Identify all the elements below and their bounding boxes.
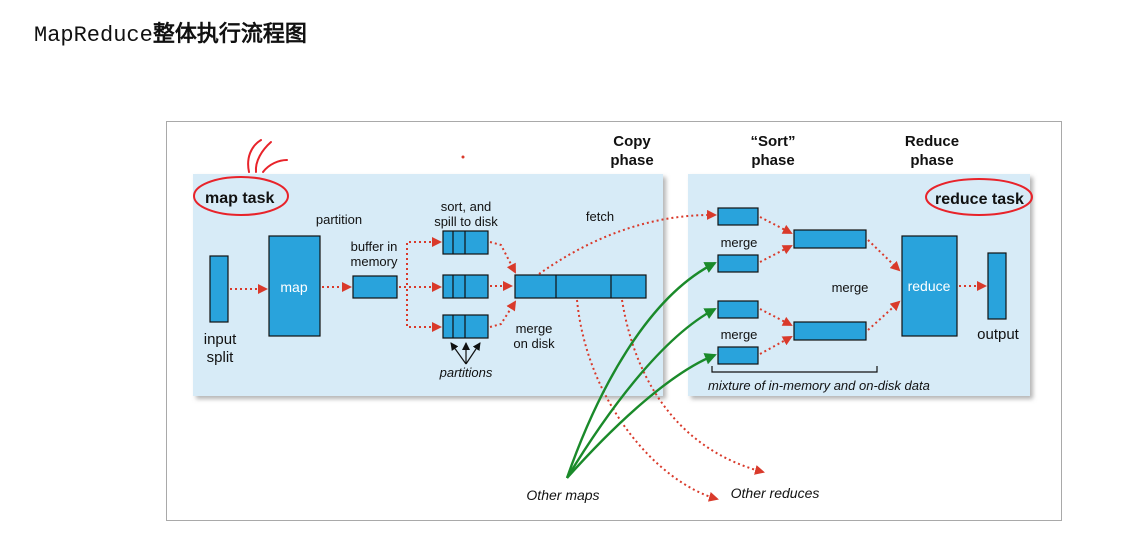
- reduce-box: [901, 235, 958, 337]
- spill-file-3: [442, 314, 489, 339]
- handwritten-annotation-reduce-task: [925, 178, 1033, 216]
- buffer-label-line1: buffer in: [351, 239, 398, 254]
- merge-on-disk-label-line2: on disk: [513, 336, 555, 351]
- spill-file-1: [442, 230, 489, 255]
- memory-buffer-box: [352, 275, 398, 299]
- other-maps-label: Other maps: [526, 487, 599, 503]
- mapreduce-figure: Copy phase “Sort” phase Reduce phase map…: [166, 121, 1062, 521]
- handwritten-annotation-map-task: [193, 139, 289, 216]
- merge-label-middle: merge: [832, 280, 869, 295]
- fetch-arrows: [538, 209, 765, 502]
- partitions-label: partitions: [439, 365, 493, 380]
- other-reduces-label: Other reduces: [731, 485, 820, 501]
- fetched-segment-4: [717, 346, 759, 365]
- mixture-bracket: [711, 366, 878, 373]
- partition-label: partition: [316, 212, 362, 227]
- copy-phase-heading-line2: phase: [610, 152, 653, 169]
- partitions-pointer-arrows: [450, 342, 481, 365]
- page-title-chinese: 整体执行流程图: [152, 22, 307, 47]
- sort-phase-heading-line1: “Sort”: [751, 133, 796, 150]
- sort-phase-heading-line2: phase: [751, 152, 794, 169]
- map-box: [268, 235, 321, 337]
- fetched-segment-2: [717, 254, 759, 273]
- output-box: [987, 252, 1007, 320]
- map-side-flow-arrows: [230, 237, 517, 332]
- reduce-phase-heading-line2: phase: [910, 152, 953, 169]
- input-split-label-line1: input: [204, 331, 237, 348]
- map-box-label: map: [280, 279, 307, 295]
- spill-file-2: [442, 274, 489, 299]
- fetch-label: fetch: [586, 209, 614, 224]
- mixture-label: mixture of in-memory and on-disk data: [708, 378, 930, 393]
- mapreduce-diagram: Copy phase “Sort” phase Reduce phase map…: [193, 133, 1033, 503]
- buffer-label-line2: memory: [351, 254, 398, 269]
- sort-spill-label-line2: spill to disk: [434, 214, 498, 229]
- reduce-phase-heading-line1: Reduce: [905, 133, 959, 150]
- merge-label-upper: merge: [721, 235, 758, 250]
- stray-dot: [461, 155, 465, 159]
- reduce-side-flow-arrows: [759, 216, 987, 355]
- merged-segment-lower: [793, 321, 867, 341]
- reduce-box-label: reduce: [908, 278, 951, 294]
- fetched-segment-3: [717, 300, 759, 319]
- input-split-box: [209, 255, 229, 323]
- page-title: MapReduce整体执行流程图: [34, 16, 307, 48]
- other-maps-arrows: [565, 261, 717, 479]
- sort-spill-label-line1: sort, and: [441, 199, 492, 214]
- map-task-title: map task: [205, 190, 274, 207]
- output-label: output: [977, 326, 1020, 343]
- merge-label-lower: merge: [721, 327, 758, 342]
- merge-on-disk-label-line1: merge: [516, 321, 553, 336]
- input-split-label-line2: split: [207, 349, 235, 366]
- fetched-segment-1: [717, 207, 759, 226]
- page-title-code: MapReduce: [34, 23, 153, 48]
- reduce-task-title: reduce task: [935, 191, 1024, 208]
- merged-map-output-file: [514, 274, 647, 299]
- copy-phase-heading-line1: Copy: [613, 133, 651, 150]
- merged-segment-upper: [793, 229, 867, 249]
